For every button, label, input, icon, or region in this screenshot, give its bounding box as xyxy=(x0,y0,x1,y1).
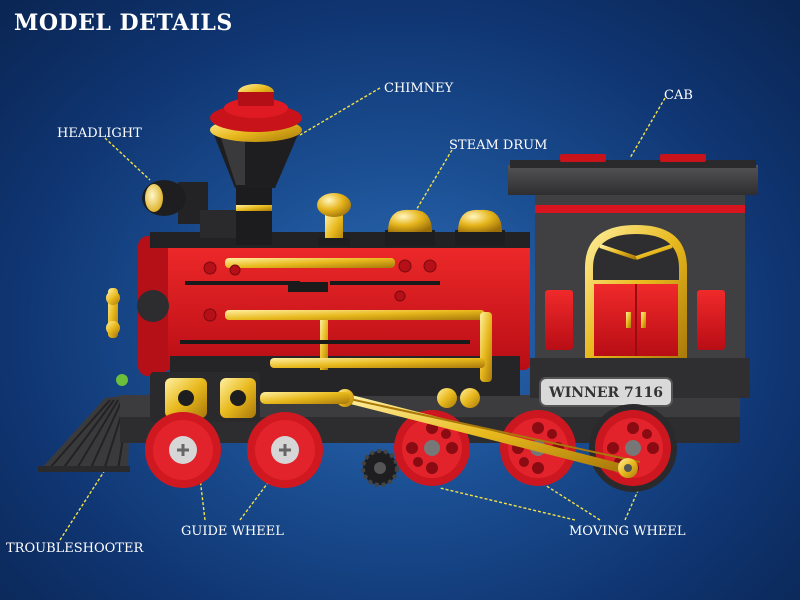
cab xyxy=(508,154,758,398)
whistle-dome xyxy=(317,193,351,246)
connecting-rod xyxy=(260,389,641,478)
label-moving-wheel: MOVING WHEEL xyxy=(569,524,686,539)
leader-chimney xyxy=(299,87,381,136)
headlight xyxy=(142,180,240,238)
guide-wheels xyxy=(145,412,323,488)
steam-drum xyxy=(385,209,505,246)
leader-troubleshooter xyxy=(59,469,106,541)
label-troubleshooter: TROUBLESHOOTER xyxy=(6,541,144,556)
guide-wheel-rear xyxy=(247,412,323,488)
cow-catcher xyxy=(38,395,130,472)
moving-wheels xyxy=(394,404,677,492)
leader-moving-wheel-a xyxy=(439,487,576,521)
label-chimney: CHIMNEY xyxy=(384,81,454,96)
boiler xyxy=(137,232,530,396)
page-title: MODEL DETAILS xyxy=(14,10,233,36)
leader-guide-wheel-a xyxy=(199,477,206,521)
moving-wheel-3 xyxy=(589,404,677,492)
leader-moving-wheel-b xyxy=(544,484,601,521)
label-cab: CAB xyxy=(664,88,693,103)
leader-headlight xyxy=(104,137,151,181)
nameplate: WINNER 7116 xyxy=(539,377,673,407)
small-gear xyxy=(361,449,399,487)
chimney xyxy=(210,84,302,245)
label-steam-drum: STEAM DRUM xyxy=(449,138,548,153)
leader-steam-drum xyxy=(414,149,453,213)
nameplate-text: WINNER 7116 xyxy=(548,385,663,401)
leader-guide-wheel-b xyxy=(239,479,271,521)
label-guide-wheel: GUIDE WHEEL xyxy=(181,524,284,539)
leader-cab xyxy=(629,97,666,159)
valve-cogs xyxy=(437,388,480,408)
label-headlight: HEADLIGHT xyxy=(57,126,142,141)
guide-wheel-front xyxy=(145,412,221,488)
cylinder-block xyxy=(106,288,260,422)
